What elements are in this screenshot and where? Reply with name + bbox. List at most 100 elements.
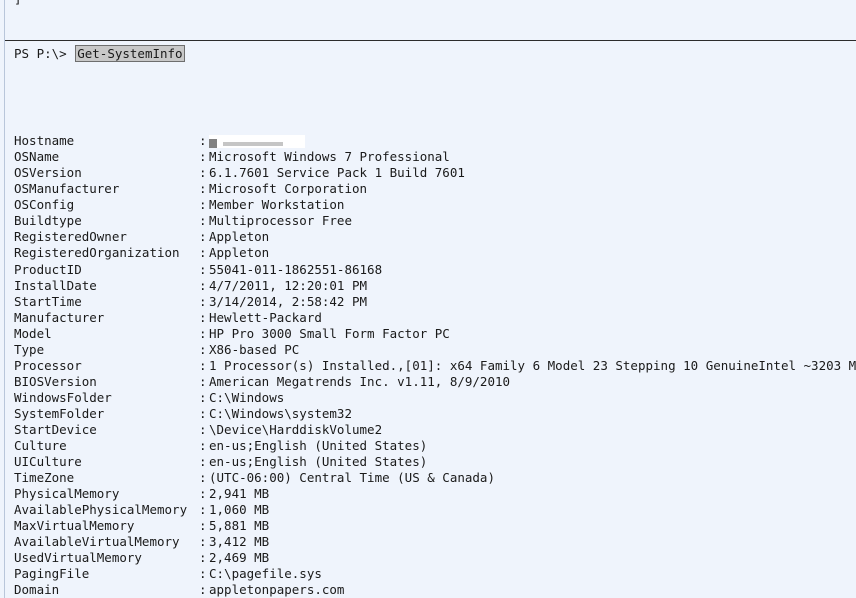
property-row: WindowsFolder:C:\Windows <box>14 390 856 406</box>
property-key: StartTime <box>14 293 82 309</box>
property-key: OSConfig <box>14 197 75 213</box>
property-separator: : <box>199 133 207 149</box>
property-key: Manufacturer <box>14 309 105 325</box>
property-row: TimeZone:(UTC-06:00) Central Time (US & … <box>14 470 856 486</box>
property-key: AvailablePhysicalMemory <box>14 502 188 518</box>
property-separator: : <box>199 373 207 389</box>
property-row: BIOSVersion:American Megatrends Inc. v1.… <box>14 374 856 390</box>
property-row: OSName:Microsoft Windows 7 Professional <box>14 149 856 165</box>
property-value: appletonpapers.com <box>209 582 345 598</box>
property-key: BIOSVersion <box>14 373 97 389</box>
command-input[interactable]: Get-SystemInfo <box>75 45 185 62</box>
property-separator: : <box>199 470 207 486</box>
property-value: Member Workstation <box>209 197 345 213</box>
property-row: Domain:appletonpapers.com <box>14 582 856 598</box>
property-key: WindowsFolder <box>14 389 112 405</box>
console-left-gutter <box>4 0 5 598</box>
property-key: MaxVirtualMemory <box>14 518 135 534</box>
property-key: OSVersion <box>14 165 82 181</box>
property-separator: : <box>199 454 207 470</box>
property-value: 3/14/2014, 2:58:42 PM <box>209 293 368 309</box>
property-key: SystemFolder <box>14 405 105 421</box>
property-value: C:\pagefile.sys <box>209 566 322 582</box>
property-value: 4/7/2011, 12:20:01 PM <box>209 277 368 293</box>
property-separator: : <box>199 309 207 325</box>
property-key: OSManufacturer <box>14 181 120 197</box>
property-separator: : <box>199 405 207 421</box>
property-row: Type:X86-based PC <box>14 342 856 358</box>
property-value: C:\Windows\system32 <box>209 405 352 421</box>
property-row: InstallDate:4/7/2011, 12:20:01 PM <box>14 278 856 294</box>
property-row: SystemFolder:C:\Windows\system32 <box>14 406 856 422</box>
property-separator: : <box>199 197 207 213</box>
property-row: MaxVirtualMemory:5,881 MB <box>14 518 856 534</box>
property-separator: : <box>199 357 207 373</box>
property-key: RegisteredOrganization <box>14 245 180 261</box>
property-value: 1 Processor(s) Installed.,[01]: x64 Fami… <box>209 357 856 373</box>
property-key: Type <box>14 341 45 357</box>
property-separator: : <box>199 277 207 293</box>
property-row: OSVersion:6.1.7601 Service Pack 1 Build … <box>14 165 856 181</box>
property-value: Hewlett-Packard <box>209 309 322 325</box>
property-value: Microsoft Windows 7 Professional <box>209 149 450 165</box>
property-separator: : <box>199 550 207 566</box>
property-row: OSManufacturer:Microsoft Corporation <box>14 181 856 197</box>
property-value: 5,881 MB <box>209 518 270 534</box>
property-separator: : <box>199 582 207 598</box>
property-value: (UTC-06:00) Central Time (US & Canada) <box>209 470 495 486</box>
property-separator: : <box>199 389 207 405</box>
property-row: StartTime:3/14/2014, 2:58:42 PM <box>14 294 856 310</box>
property-separator: : <box>199 213 207 229</box>
prompt-line[interactable]: PS P:\> Get-SystemInfo <box>14 45 185 62</box>
property-key: AvailableVirtualMemory <box>14 534 180 550</box>
property-row: Model:HP Pro 3000 Small Form Factor PC <box>14 326 856 342</box>
prompt-separator-rule <box>5 40 856 41</box>
property-row: Culture:en-us;English (United States) <box>14 438 856 454</box>
property-separator: : <box>199 165 207 181</box>
property-row: AvailableVirtualMemory:3,412 MB <box>14 534 856 550</box>
property-separator: : <box>199 261 207 277</box>
property-row: Buildtype:Multiprocessor Free <box>14 213 856 229</box>
property-key: Hostname <box>14 133 75 149</box>
property-key: OSName <box>14 149 60 165</box>
property-value: 2,941 MB <box>209 486 270 502</box>
property-separator: : <box>199 293 207 309</box>
property-value: \Device\HarddiskVolume2 <box>209 421 383 437</box>
property-key: Culture <box>14 438 67 454</box>
property-key: InstallDate <box>14 277 97 293</box>
property-key: Domain <box>14 582 60 598</box>
property-value: en-us;English (United States) <box>209 438 428 454</box>
property-row: PhysicalMemory:2,941 MB <box>14 486 856 502</box>
property-row: Manufacturer:Hewlett-Packard <box>14 310 856 326</box>
property-row: RegisteredOwner:Appleton <box>14 229 856 245</box>
property-key: Model <box>14 325 52 341</box>
property-value: 6.1.7601 Service Pack 1 Build 7601 <box>209 165 465 181</box>
property-row: AvailablePhysicalMemory:1,060 MB <box>14 502 856 518</box>
property-row: RegisteredOrganization:Appleton <box>14 245 856 261</box>
property-row: OSConfig:Member Workstation <box>14 197 856 213</box>
property-value: X86-based PC <box>209 341 300 357</box>
property-key: UsedVirtualMemory <box>14 550 142 566</box>
scrolled-off-line-fragment: ] <box>14 0 22 7</box>
property-value: HP Pro 3000 Small Form Factor PC <box>209 325 450 341</box>
property-separator: : <box>199 486 207 502</box>
property-key: StartDevice <box>14 421 97 437</box>
property-separator: : <box>199 534 207 550</box>
property-row: StartDevice:\Device\HarddiskVolume2 <box>14 422 856 438</box>
property-value: en-us;English (United States) <box>209 454 428 470</box>
property-value: C:\Windows <box>209 389 285 405</box>
property-key: PhysicalMemory <box>14 486 120 502</box>
property-value: American Megatrends Inc. v1.11, 8/9/2010 <box>209 373 511 389</box>
property-row: Processor:1 Processor(s) Installed.,[01]… <box>14 358 856 374</box>
redacted-value <box>209 135 305 149</box>
property-separator: : <box>199 438 207 454</box>
property-row: UICulture:en-us;English (United States) <box>14 454 856 470</box>
property-key: PagingFile <box>14 566 90 582</box>
property-separator: : <box>199 341 207 357</box>
prompt-label: PS P:\> <box>14 45 75 61</box>
property-separator: : <box>199 229 207 245</box>
property-value: Appleton <box>209 245 270 261</box>
property-value: 2,469 MB <box>209 550 270 566</box>
property-value: 3,412 MB <box>209 534 270 550</box>
